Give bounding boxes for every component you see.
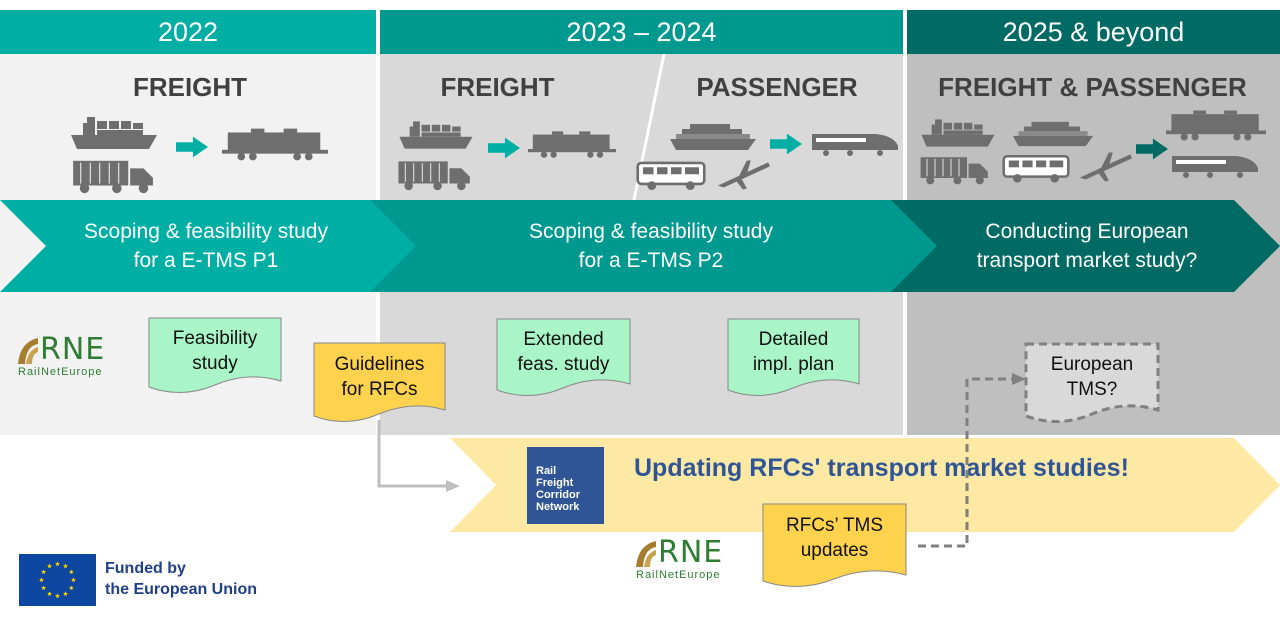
chevron-p1 [0,200,418,292]
doc-line: RFCs’ TMS [785,515,884,536]
eu-star [55,561,60,567]
banner-arrow [450,438,1280,532]
eu-star [63,563,68,569]
chevron-line: Conducting European [985,220,1189,243]
chevron-p1-label: Scoping & feasibility study for a E-TMS … [40,200,372,292]
doc-line: Extended [523,329,604,350]
eu-line: the European Union [105,581,257,598]
chevron-arrows [0,200,1280,292]
eu-flag-icon [19,554,96,606]
rfc-logo-line: Rail [536,465,557,477]
document-detailed-impl-plan: Detailed impl. plan [727,318,860,398]
rne-logo-text: RNE [40,332,106,367]
chevron-line: Scoping & feasibility study [529,220,773,243]
rne-logo-subtitle: RailNetEurope [18,366,103,378]
rfc-logo-line: Freight [536,477,574,489]
chevron-p2-label: Scoping & feasibility study for a E-TMS … [416,200,886,292]
chevron-european-study [891,200,1280,292]
document-guidelines-for-rfcs: Guidelines for RFCs [313,342,446,424]
rfc-updates-to-european-connector [918,377,1018,548]
doc-line: TMS? [1066,379,1118,400]
guidelines-connector [377,420,452,488]
rfc-logo-line: Network [536,501,580,513]
eu-star [41,569,47,575]
period-header-2022: 2022 [0,10,376,54]
doc-line: Detailed [758,329,829,350]
doc-line: Feasibility [172,328,258,349]
eu-star [47,563,52,569]
rfc-network-logo: Rail Freight Corridor Network [527,447,604,524]
chevron-line: for a E-TMS P2 [578,249,724,272]
divider-vertical [376,54,380,200]
eu-star [47,591,52,596]
eu-star [41,585,47,591]
mode-label-freight-passenger: FREIGHT & PASSENGER [938,72,1247,102]
doc-line: updates [800,540,869,561]
period-label: 2023 – 2024 [566,16,717,47]
rne-swoosh-icon [636,541,656,567]
chevron-p2 [370,200,939,292]
rne-logo-subtitle: RailNetEurope [636,569,721,581]
chevron-line: for a E-TMS P1 [133,249,279,272]
mode-label-freight: FREIGHT [132,72,248,102]
eu-star [39,577,44,583]
chevron-european-label: Conducting European transport market stu… [937,200,1237,292]
document-european-tms: European TMS? [1024,342,1160,426]
eu-star [71,577,76,583]
banner-text: Updating RFCs' transport market studies! [634,454,1129,482]
eu-line: Funded by [105,560,186,577]
eu-star [68,585,74,591]
rne-logo-text: RNE [658,535,724,570]
document-feasibility-study: Feasibility study [148,317,282,395]
rne-logo: RNE RailNetEurope [16,332,138,380]
period-header-2025: 2025 & beyond [907,10,1280,54]
period-label: 2022 [157,16,219,47]
rfc-logo-line: Corridor [536,489,580,501]
doc-line: Guidelines [334,354,425,375]
doc-line: impl. plan [752,354,835,375]
rne-swoosh-icon [18,338,38,364]
period-label: 2025 & beyond [1002,16,1185,47]
rne-logo: RNE RailNetEurope [634,535,756,583]
doc-line: European [1050,354,1134,375]
eu-star [63,591,68,596]
period-header-2023-2024: 2023 – 2024 [380,10,903,54]
document-rfcs-tms-updates: RFCs’ TMS updates [762,503,907,589]
eu-star [68,569,74,575]
doc-line: study [192,353,238,374]
mode-label-passenger: PASSENGER [696,72,858,102]
doc-line: feas. study [517,354,610,375]
eu-star [55,593,60,599]
chevron-line: Scoping & feasibility study [84,220,328,243]
eu-funding-label: Funded by the European Union [105,558,257,600]
chevron-line: transport market study? [976,249,1198,272]
doc-line: for RFCs [341,379,418,400]
mode-label-freight: FREIGHT [440,72,555,102]
document-extended-feas-study: Extended feas. study [496,318,631,398]
